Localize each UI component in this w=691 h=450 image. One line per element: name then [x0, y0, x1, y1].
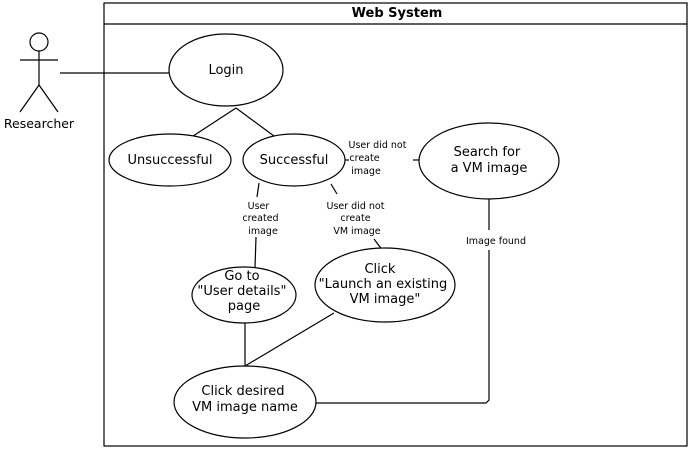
search-label-line2: a VM image [451, 161, 528, 176]
unsuccessful-label: Unsuccessful [127, 153, 212, 168]
edge-label-did-not-create-vm-image: User did not create VM image [327, 201, 388, 237]
edge-label-line: create [349, 153, 379, 164]
launch-label-line2: "Launch an existing [319, 277, 448, 292]
svg-text:User did not create: User did not create image [349, 140, 410, 177]
desired-label-line1: Click desired [201, 384, 284, 399]
use-case-click-launch-existing: Click "Launch an existing VM image" [314, 247, 456, 323]
svg-text:User did not create: User did not create VM image [327, 201, 388, 237]
edge-label-line: image [351, 166, 381, 177]
use-case-unsuccessful: Unsuccessful [108, 133, 232, 187]
svg-text:Click desired VM image n: Click desired VM image name [192, 384, 298, 415]
edge-label-line: image [248, 226, 278, 237]
edge-label-image-found: Image found [466, 236, 526, 247]
launch-label-line1: Click [364, 262, 395, 277]
successful-label: Successful [260, 153, 329, 168]
use-case-goto-user-details: Go to "User details" page [191, 266, 297, 324]
edge-label-line: create [340, 213, 370, 224]
edge-label-line: User did not [327, 201, 385, 212]
actor-label: Researcher [4, 116, 75, 131]
svg-text:User created image: User created image [242, 201, 281, 237]
edge-launch-desired [244, 312, 335, 367]
edge-label-line: User [248, 201, 270, 212]
svg-text:Unsuccessful: Unsuccessful [127, 153, 212, 168]
edge-login-unsuccessful [186, 107, 237, 141]
svg-text:Go to "User details": Go to "User details" page [197, 269, 290, 314]
desired-label-line2: VM image name [192, 400, 298, 415]
svg-text:Image found: Image found [466, 236, 526, 247]
edge-label-line: Image found [466, 236, 526, 247]
edge-label-line: User did not [349, 140, 407, 151]
system-title: Web System [352, 6, 443, 21]
edge-search-desired-b [316, 250, 490, 404]
use-case-login: Login [168, 33, 284, 107]
edge-label-line: VM image [333, 226, 380, 237]
svg-text:Click "Launch an existin: Click "Launch an existing VM image" [319, 262, 452, 307]
edge-successful-launch-a [330, 183, 338, 195]
actor-researcher: Researcher [4, 32, 75, 131]
svg-text:Search for a VM image: Search for a VM image [451, 145, 528, 176]
use-case-successful: Successful [242, 133, 346, 187]
launch-label-line3: VM image" [350, 292, 421, 307]
goto-label-line2: "User details" [197, 284, 286, 299]
search-label-line1: Search for [454, 145, 521, 160]
use-case-click-desired-vm-image: Click desired VM image name [173, 365, 317, 439]
edge-successful-goto-a [256, 182, 260, 198]
login-label: Login [208, 63, 243, 78]
svg-text:Successful: Successful [260, 153, 329, 168]
edge-label-created-image: User created image [242, 201, 281, 237]
goto-label-line3: page [228, 299, 260, 314]
svg-text:Login: Login [208, 63, 243, 78]
edge-successful-goto-b [254, 236, 257, 269]
use-case-search-vm-image: Search for a VM image [418, 122, 560, 200]
goto-label-line1: Go to [224, 269, 259, 284]
edge-login-successful [235, 107, 279, 140]
edge-label-line: created [242, 213, 278, 224]
edge-label-did-not-create-image: User did not create image [349, 140, 410, 177]
